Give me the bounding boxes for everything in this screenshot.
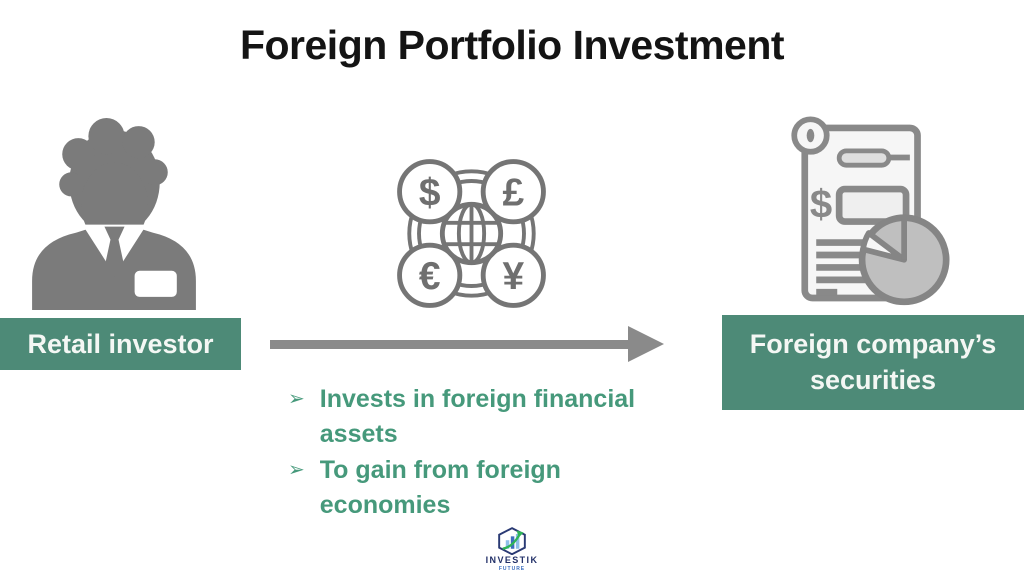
dollar-symbol: $ xyxy=(419,171,441,214)
bullet-list: ➢ Invests in foreign financial assets ➢ … xyxy=(288,382,688,524)
retail-investor-label: Retail investor xyxy=(0,318,241,370)
logo-name: INVESTIK xyxy=(485,555,539,565)
currency-exchange-globe-icon: $ £ € ¥ xyxy=(397,159,546,308)
arrow-bullet-icon: ➢ xyxy=(288,459,305,481)
flow-arrow xyxy=(268,326,670,363)
list-item: ➢ Invests in foreign financial assets xyxy=(288,382,688,452)
bullet-text: Invests in foreign financial assets xyxy=(319,385,636,448)
document-dollar-symbol: $ xyxy=(810,182,832,227)
logo-tagline: FUTURE xyxy=(498,566,526,572)
arrow-shaft xyxy=(270,340,632,349)
securities-document-pie-chart-icon: $ xyxy=(791,116,950,306)
arrow-bullet-icon: ➢ xyxy=(288,388,305,410)
pound-symbol: £ xyxy=(502,171,524,214)
list-item: ➢ To gain from foreign economies xyxy=(288,453,688,523)
foreign-securities-label: Foreign company’s securities xyxy=(722,315,1024,410)
investik-logo-icon xyxy=(498,527,526,555)
euro-symbol: € xyxy=(419,255,441,298)
slider-shape xyxy=(836,148,892,168)
arrow-head xyxy=(628,326,664,362)
bullet-text: To gain from foreign economies xyxy=(319,456,561,519)
investik-logo: INVESTIK FUTURE xyxy=(0,527,1024,572)
pie-chart-shape xyxy=(858,214,950,306)
page-title: Foreign Portfolio Investment xyxy=(239,22,785,68)
retail-investor-person-icon xyxy=(32,118,196,310)
yen-symbol: ¥ xyxy=(502,255,524,298)
badge-shape xyxy=(134,270,177,297)
